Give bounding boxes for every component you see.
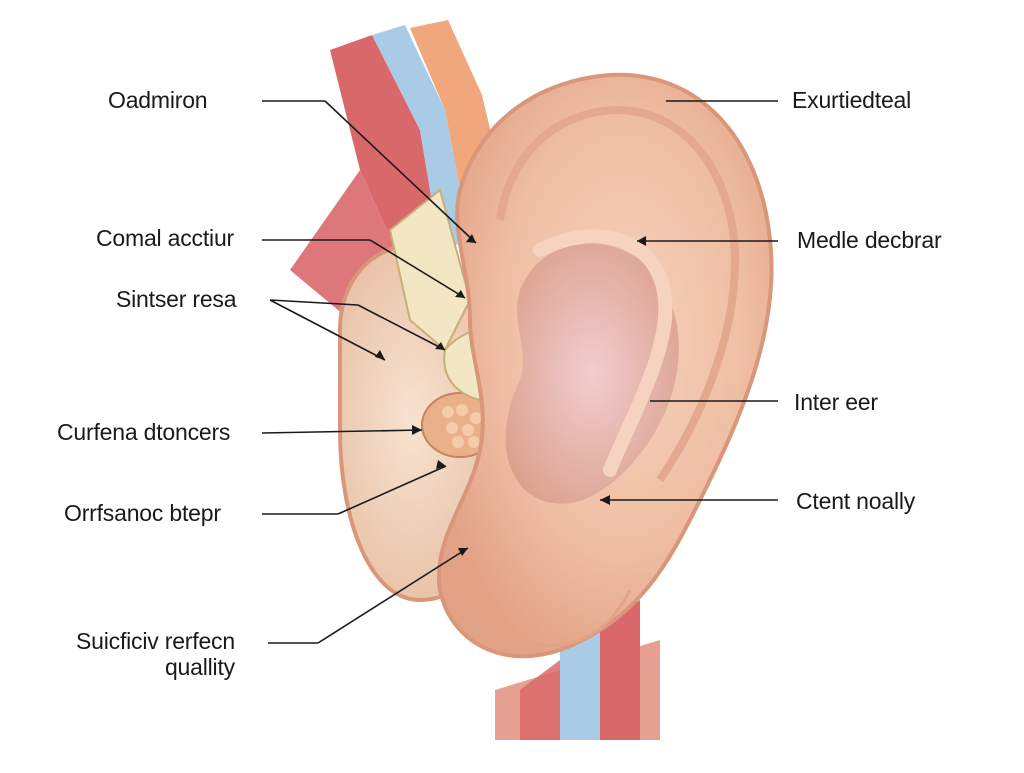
label-exurtiedteal: Exurtiedteal bbox=[792, 87, 912, 113]
label-medle-decbrar: Medle decbrar bbox=[797, 227, 942, 253]
antihelix bbox=[533, 229, 673, 477]
label-ctent-noally: Ctent noally bbox=[796, 488, 916, 514]
label-comal-acctiur: Comal acctiur bbox=[96, 225, 234, 251]
lower-vessels bbox=[495, 600, 660, 740]
label-orrfsanoc-btepr: Orrfsanoc btepr bbox=[64, 500, 221, 526]
label-suicficiv-rerfecn: Suicficiv rerfecn quallity bbox=[76, 628, 235, 681]
concha bbox=[505, 243, 679, 504]
arrowheads bbox=[375, 234, 646, 556]
label-sintser-resa: Sintser resa bbox=[116, 286, 237, 312]
label-suicficiv-line1: Suicficiv rerfecn bbox=[76, 628, 235, 654]
label-inter-eer: Inter eer bbox=[794, 389, 878, 415]
tympanic-membrane bbox=[421, 392, 499, 458]
label-suicficiv-line2: quallity bbox=[164, 653, 235, 680]
helix-fold bbox=[496, 105, 740, 483]
leader-lines bbox=[261, 100, 778, 644]
label-curfena-dtoncers: Curfena dtoncers bbox=[57, 419, 231, 445]
earlobe bbox=[467, 559, 632, 647]
label-oadmiron: Oadmiron bbox=[108, 87, 208, 113]
